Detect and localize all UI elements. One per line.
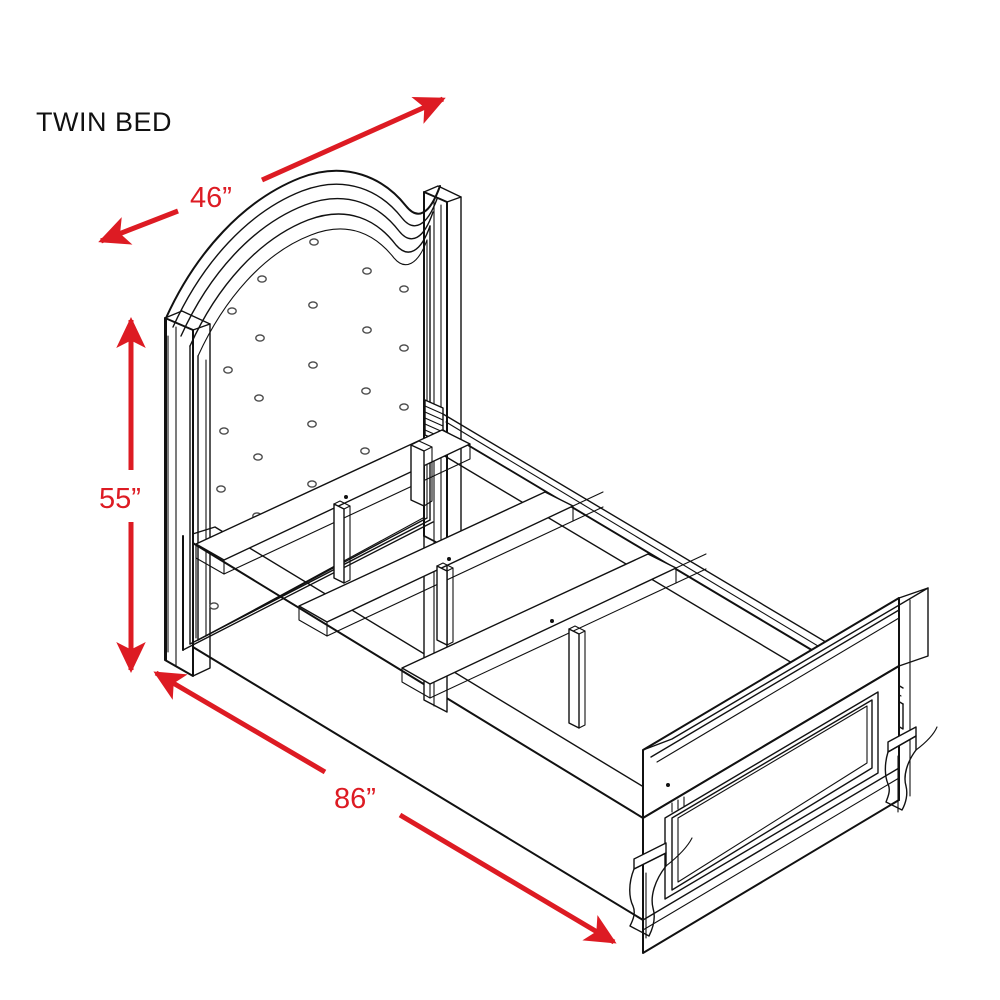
dim-86-line-lower [398, 812, 617, 945]
dimension-label-46: 46” [190, 182, 232, 214]
dimension-width-46: 46” [98, 96, 446, 245]
dim-46-line-upper [260, 96, 446, 183]
headboard-tufts [209, 238, 409, 610]
rear-rail-connector [572, 491, 707, 584]
bed-drawing [164, 169, 938, 954]
footboard [642, 587, 929, 954]
footboard-foot-right [884, 726, 938, 813]
slat-1 [195, 429, 471, 575]
slat-support-legs [333, 440, 586, 729]
dimension-label-86: 86” [334, 783, 376, 815]
headboard-left-post [164, 310, 211, 677]
diagram-title: TWIN BED [36, 107, 172, 137]
dim-46-line-lower [98, 208, 179, 245]
headboard-frame [165, 169, 441, 661]
dimension-length-86: 86” [153, 670, 617, 945]
dimension-height-55: 55” [99, 316, 146, 674]
dimension-label-55: 55” [99, 483, 141, 515]
footboard-foot-left [629, 837, 693, 939]
dim-86-line-upper [153, 670, 327, 775]
